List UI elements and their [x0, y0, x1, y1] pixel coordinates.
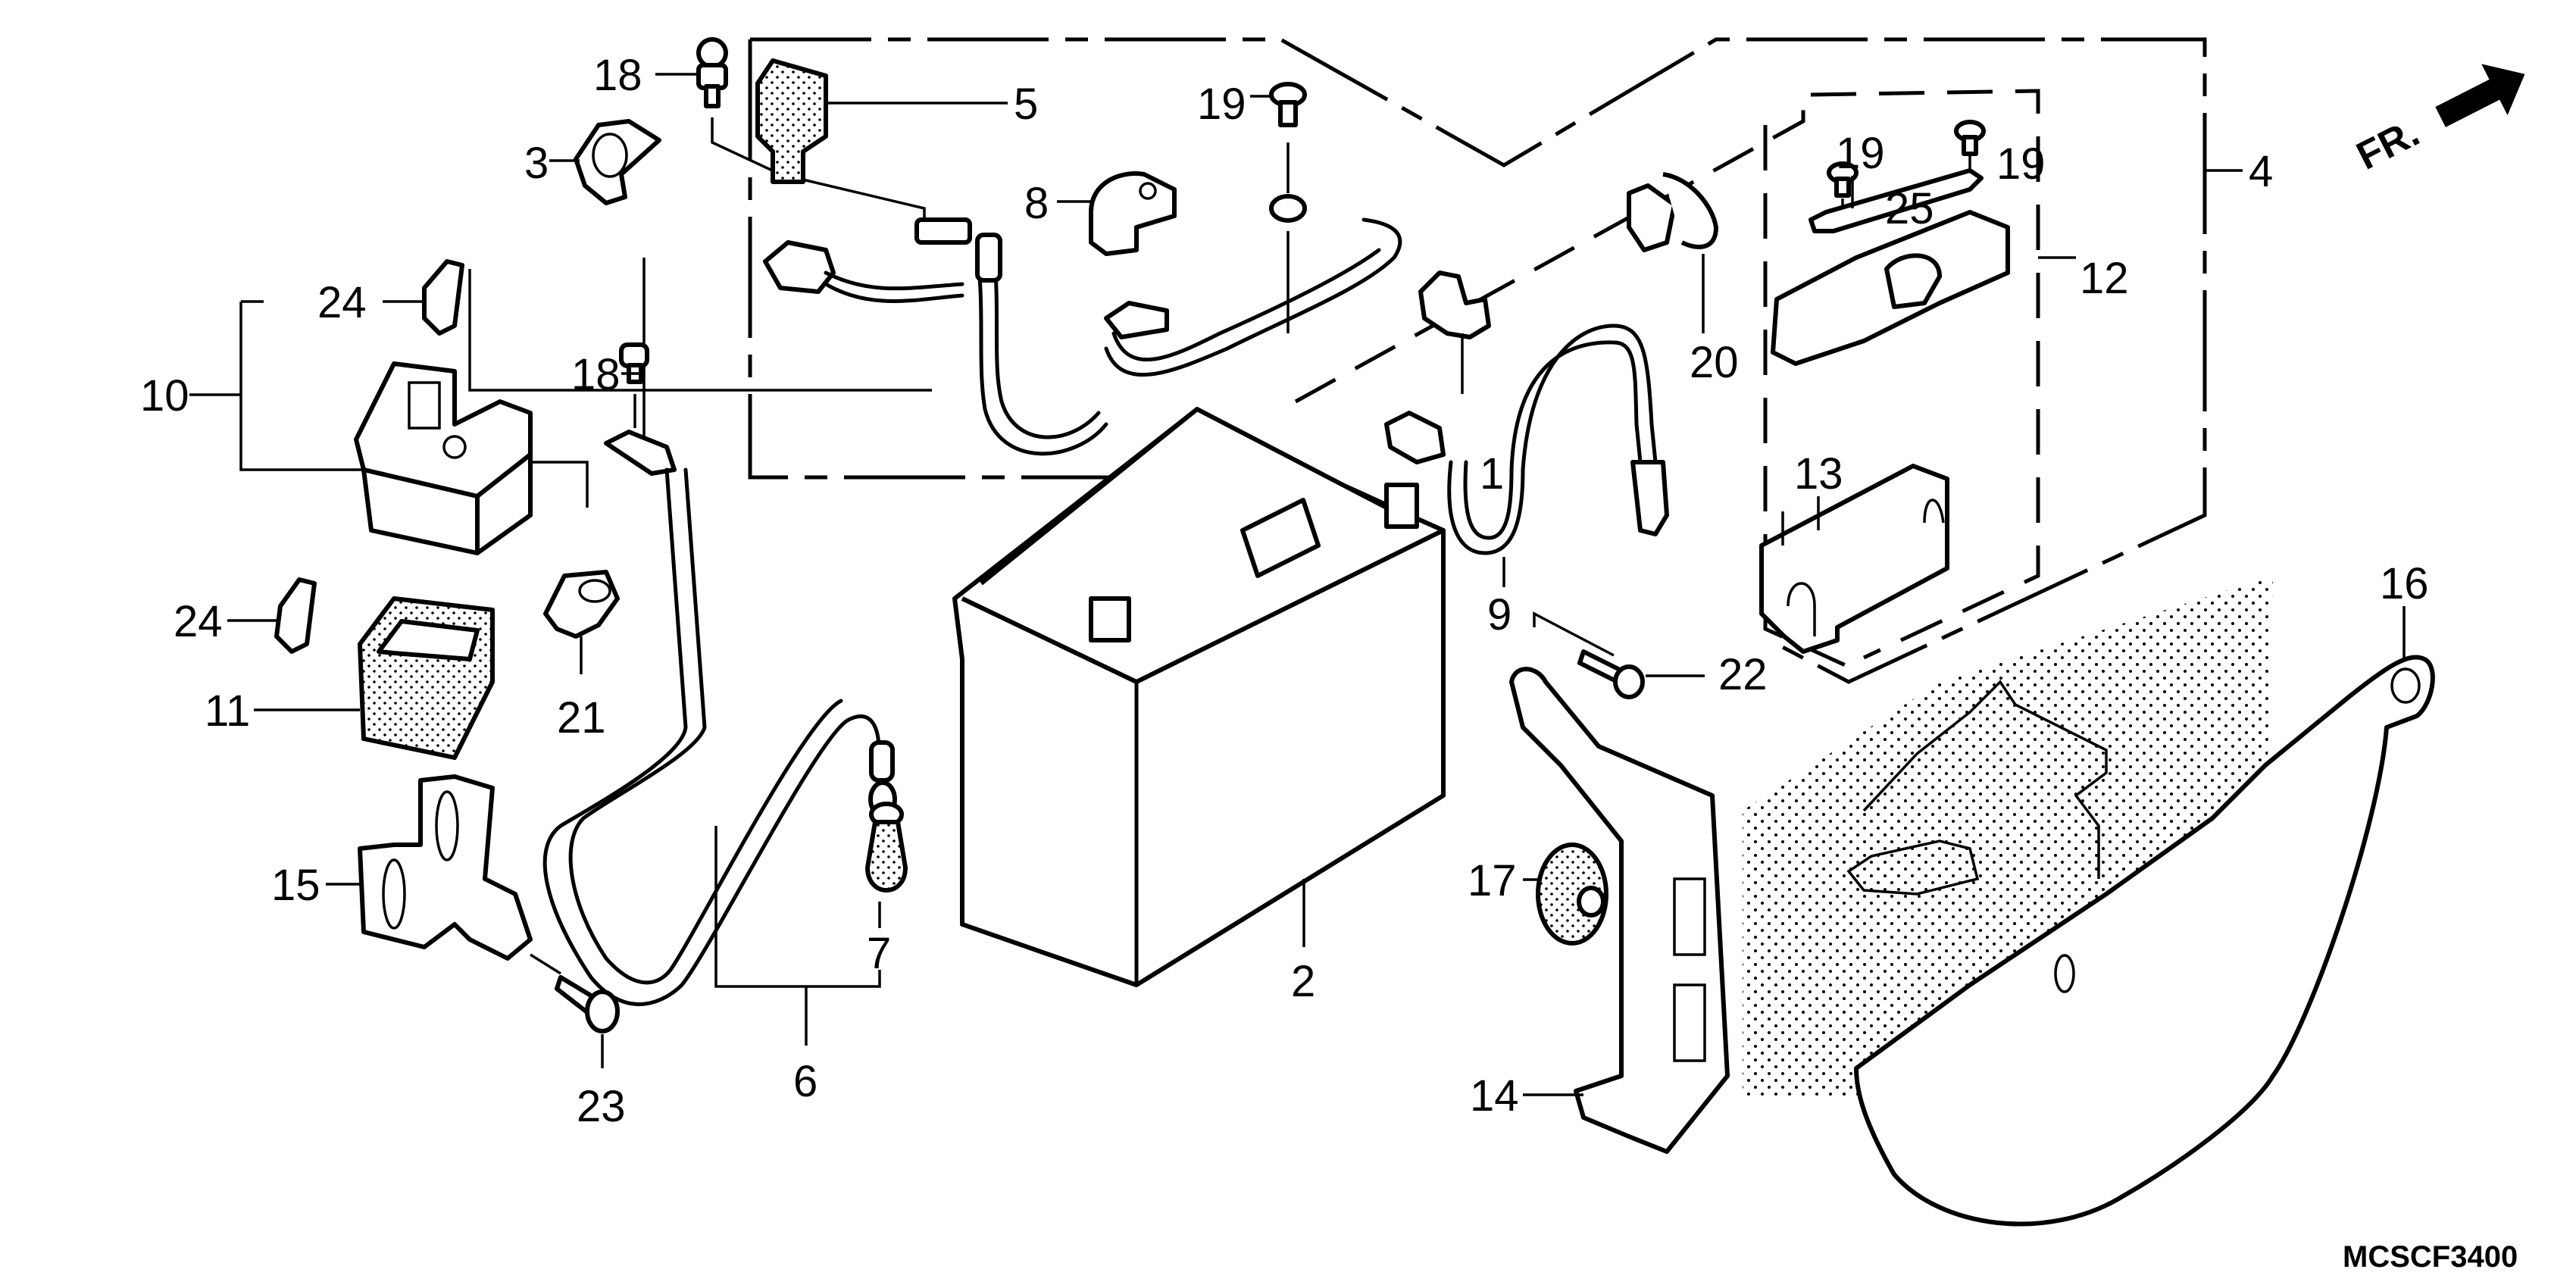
callout-12[interactable]: 12 [2080, 254, 2129, 303]
callout-1[interactable]: 1 [1480, 449, 1504, 499]
callout-19-right-a[interactable]: 19 [1836, 129, 1885, 178]
callout-19-right-b[interactable]: 19 [1996, 139, 2046, 189]
screw-19-mid [1269, 82, 1307, 333]
callout-17[interactable]: 17 [1468, 856, 1517, 905]
callout-18-mid[interactable]: 18 [571, 350, 621, 399]
cable-clamp-21 [543, 570, 620, 639]
callout-labels: 1 2 3 4 5 6 7 8 9 10 11 12 13 14 15 16 1… [140, 51, 2429, 1131]
drawing-code: MCSCF3400 [2343, 1240, 2518, 1274]
assembly-12-outline [1763, 89, 2040, 669]
terminal-cover-8 [1089, 171, 1177, 339]
callout-7[interactable]: 7 [867, 929, 891, 978]
callout-9[interactable]: 9 [1487, 590, 1512, 639]
fuse-24-lower [274, 577, 317, 654]
starter-relay-10 [354, 361, 533, 555]
fuse-link-25 [1809, 168, 1984, 233]
starter-cable-6 [542, 467, 897, 1006]
front-arrow-icon [2435, 64, 2525, 127]
assembly-4-outline [748, 37, 2207, 684]
battery-holder-bracket-14 [1509, 667, 1730, 1154]
callout-3[interactable]: 3 [524, 139, 549, 188]
callout-24-lower[interactable]: 24 [174, 597, 223, 646]
bolt-18-mid [604, 342, 677, 476]
front-direction-label: FR. [2349, 111, 2426, 179]
negative-cable-9 [1384, 324, 1669, 587]
cable-clamp-3 [574, 119, 661, 205]
callout-25[interactable]: 25 [1885, 184, 1934, 233]
relay-bracket-15 [358, 774, 533, 961]
terminal-cap-7 [865, 802, 908, 893]
callout-14[interactable]: 14 [1470, 1071, 1519, 1121]
battery-cable-clamp-1 [1418, 270, 1491, 394]
terminal-cover-5 [755, 58, 828, 184]
flange-bolt-23 [530, 953, 620, 1068]
callout-13[interactable]: 13 [1794, 449, 1843, 499]
callout-23[interactable]: 23 [577, 1082, 626, 1131]
fuse-24-top [422, 259, 464, 336]
callout-22[interactable]: 22 [1718, 650, 1768, 699]
rubber-cushion-17 [1536, 843, 1608, 946]
callout-11[interactable]: 11 [205, 686, 250, 736]
callout-15[interactable]: 15 [271, 861, 320, 910]
fuse-box-cover-13 [1759, 464, 1949, 654]
callout-6[interactable]: 6 [793, 1057, 818, 1106]
flange-bolt-22 [1533, 611, 1705, 699]
fuse-box-12 [1771, 210, 2076, 366]
battery-box-cover-16 [1854, 655, 2435, 1227]
callout-21[interactable]: 21 [557, 693, 606, 742]
screw-19-right-a [1827, 161, 1859, 227]
callout-18-top[interactable]: 18 [593, 51, 642, 100]
callout-4[interactable]: 4 [2249, 147, 2273, 196]
leader-lines [189, 73, 2406, 1096]
callout-19-mid[interactable]: 19 [1197, 80, 1246, 129]
relay-cover-11 [358, 596, 495, 760]
front-direction-indicator: FR. [2349, 64, 2525, 179]
callout-2[interactable]: 2 [1291, 957, 1315, 1006]
wire-clip-20 [1627, 172, 1718, 333]
callout-24-top[interactable]: 24 [317, 278, 367, 327]
callout-5[interactable]: 5 [1014, 80, 1038, 129]
callout-20[interactable]: 20 [1690, 338, 1739, 387]
wire-harness-4 [763, 217, 1402, 456]
callout-16[interactable]: 16 [2380, 559, 2429, 608]
battery-tray [1846, 680, 2108, 896]
bracket-10-outline [468, 258, 932, 508]
callout-8[interactable]: 8 [1024, 179, 1049, 228]
battery-2 [952, 407, 1446, 987]
callout-10[interactable]: 10 [140, 371, 189, 420]
bolt-18-top [696, 37, 926, 227]
